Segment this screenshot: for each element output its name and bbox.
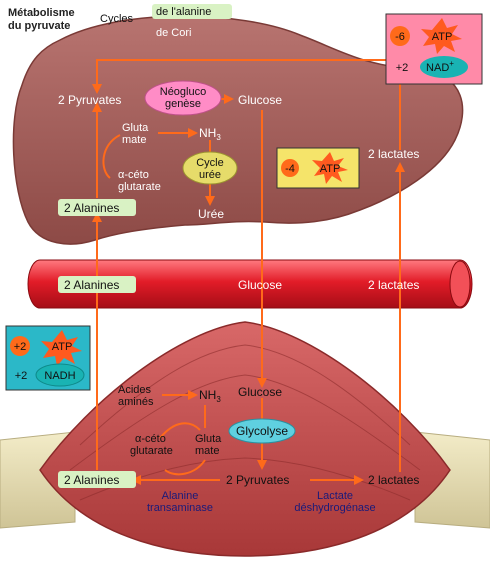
muscle-pyruvates: 2 Pyruvates	[226, 473, 289, 487]
neoglucogenese-line1: Néogluco	[160, 86, 206, 98]
liver-uree: Urée	[198, 207, 224, 221]
liver-alpha-ceto-line1: α-céto	[118, 169, 149, 181]
uree-cycle-line2: urée	[199, 169, 221, 181]
muscle-nadh-oval	[35, 363, 85, 387]
diagram-title-line1: Métabolisme	[8, 7, 75, 19]
liver-nh3: NH3	[199, 126, 221, 142]
alanine-cycle-bg	[152, 4, 232, 19]
liver-alanines-bg	[58, 199, 136, 216]
liver-alpha-ceto-line2: glutarate	[118, 181, 161, 193]
liver-atp-cost-badge	[281, 159, 299, 177]
liver-atp-cost-label: ATP	[320, 163, 341, 175]
blood-lactates: 2 lactates	[368, 278, 419, 292]
liver-atp-cost-star	[312, 152, 348, 184]
blood-vessel	[27, 259, 473, 309]
uree-cycle-line1: Cycle	[196, 157, 224, 169]
neoglucogenese-line2: genèse	[165, 98, 201, 110]
blood-glucose: Glucose	[238, 278, 282, 292]
liver-nad-total-value: +2	[396, 62, 409, 74]
liver-atp-total-label: ATP	[432, 31, 453, 43]
glycolyse-oval	[228, 418, 296, 444]
cycles-label: Cycles	[100, 13, 134, 25]
muscle-acides-amines-line2: aminés	[118, 396, 154, 408]
alanine-cycle-label: de l'alanine	[156, 6, 211, 18]
muscle-atp-total-label: ATP	[52, 341, 73, 353]
enzyme-ldh-line2: déshydrogénase	[294, 502, 375, 514]
liver-atp-total-value: -6	[395, 31, 405, 43]
muscle-alpha-ceto-line2: glutarate	[130, 445, 173, 457]
muscle-acides-amines-line1: Acides	[118, 384, 152, 396]
liver-atp-cost-value: -4	[285, 163, 295, 175]
liver-alanines: 2 Alanines	[64, 201, 119, 215]
muscle-lactates: 2 lactates	[368, 473, 419, 487]
muscle-atp-total-value: +2	[14, 341, 27, 353]
liver-atp-total-star	[421, 18, 462, 54]
muscle-atp-total-badge	[10, 336, 30, 356]
enzyme-alt-line1: Alanine	[162, 490, 199, 502]
liver-lactates: 2 lactates	[368, 147, 419, 161]
uree-cycle-oval	[182, 151, 238, 185]
muscle-alanines-bg	[58, 471, 136, 488]
muscle-nadh-total-value: +2	[15, 370, 28, 382]
diagram-title-line2: du pyruvate	[8, 20, 70, 32]
muscle-alpha-ceto-line1: α-céto	[135, 433, 166, 445]
liver-nad-oval	[420, 56, 468, 78]
muscle-atp-total-star	[41, 330, 82, 366]
muscle-glutamate-line1: Gluta	[195, 433, 222, 445]
liver-glutamate-line1: Gluta	[122, 122, 149, 134]
cori-cycle-label: de Cori	[156, 27, 191, 39]
muscle-nh3: NH3	[199, 388, 221, 404]
liver-glucose: Glucose	[238, 93, 282, 107]
liver-pyruvates: 2 Pyruvates	[58, 93, 121, 107]
muscle-glutamate-line2: mate	[195, 445, 219, 457]
muscle-glucose: Glucose	[238, 385, 282, 399]
muscle-nadh-total-label: NADH	[44, 370, 75, 382]
liver-nad-total-label: NAD+	[426, 59, 454, 74]
blood-vessel-end	[449, 260, 471, 308]
enzyme-ldh-line1: Lactate	[317, 490, 353, 502]
glycolyse-label: Glycolyse	[236, 424, 288, 438]
enzyme-alt-line2: transaminase	[147, 502, 213, 514]
liver-atp-total-badge	[390, 26, 410, 46]
liver-glutamate-line2: mate	[122, 134, 146, 146]
blood-alanines-bg	[58, 276, 136, 293]
neoglucogenese-oval	[144, 80, 222, 116]
muscle-alanines: 2 Alanines	[64, 473, 119, 487]
blood-alanines: 2 Alanines	[64, 278, 119, 292]
